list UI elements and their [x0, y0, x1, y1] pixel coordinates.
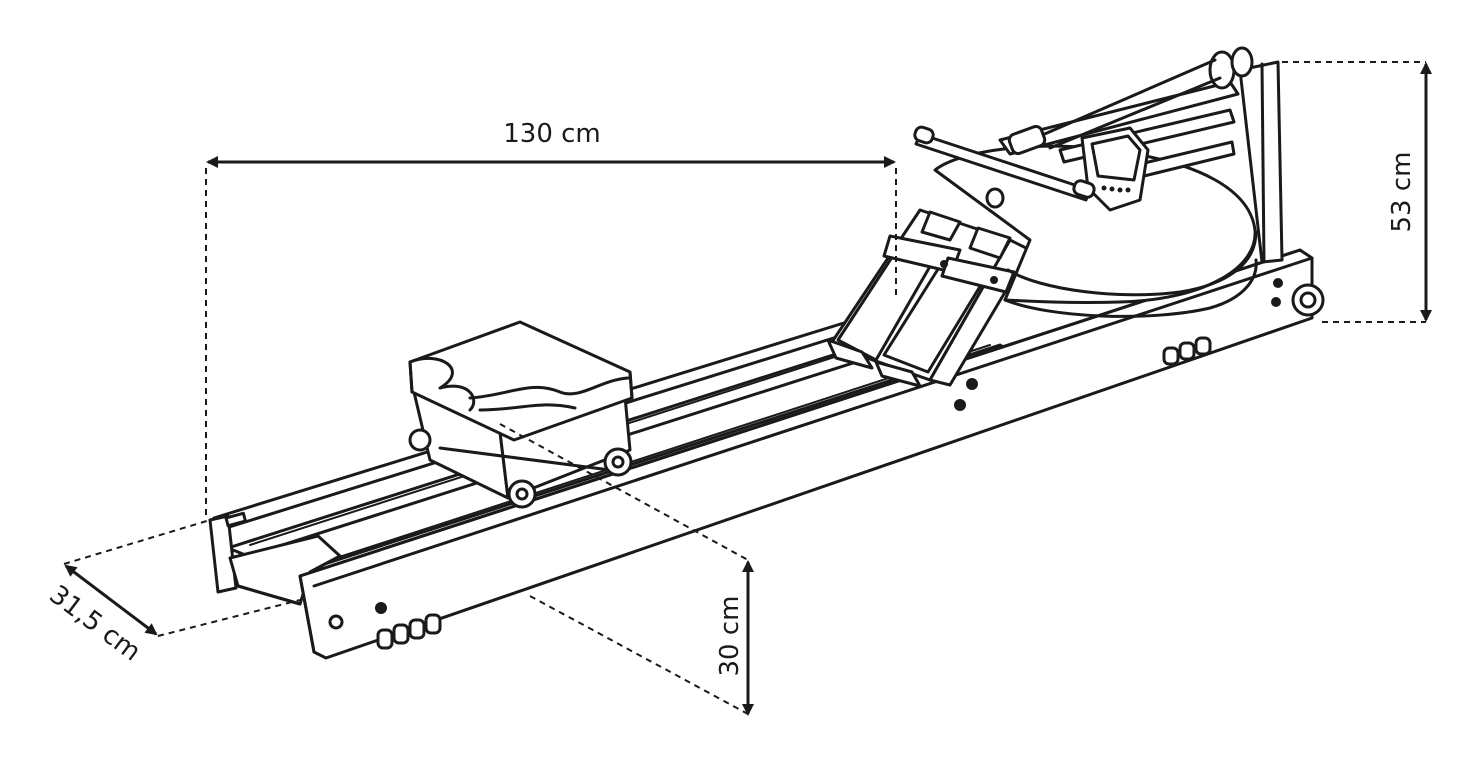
monitor-button: [1117, 187, 1123, 193]
bolt: [375, 602, 387, 614]
handle: [913, 124, 1096, 202]
right-foot-strap: [940, 256, 1016, 294]
width-label: 31,5 cm: [44, 580, 147, 668]
handle-center-clip: [1007, 124, 1047, 156]
seat-contour: [468, 376, 630, 400]
rear-end-plate: [208, 514, 238, 594]
tank-base: [1003, 258, 1258, 318]
length-label: 130 cm: [503, 119, 601, 149]
bolt: [1273, 278, 1283, 288]
dimension-length: 130 cm: [205, 119, 897, 520]
bolt: [328, 614, 344, 630]
pulley: [1230, 46, 1254, 78]
strap-buckle: [940, 260, 948, 268]
footrest-top-tab: [968, 226, 1012, 260]
footrest: [826, 208, 1032, 388]
seat-wheel: [507, 479, 537, 509]
width-extension-bottom: [157, 599, 301, 637]
seat: [408, 320, 634, 509]
seat-wheel-hub: [611, 455, 625, 469]
drive-strap: [1038, 58, 1217, 138]
tower-post: [1238, 60, 1284, 264]
front-beam-top: [298, 248, 1302, 578]
pulley: [1208, 50, 1236, 90]
left-heel-cup: [826, 338, 874, 370]
tank-plug: [985, 187, 1005, 209]
front-feet: [1162, 336, 1212, 366]
dimension-seat-height: 30 cm: [499, 423, 754, 716]
seat-height-extension-top: [499, 423, 749, 561]
seat-axle: [438, 446, 612, 472]
strap-buckle: [990, 276, 998, 284]
footrest-top-tab: [920, 210, 962, 242]
seat-height-label: 30 cm: [715, 596, 745, 677]
handle-grip-right: [1072, 179, 1096, 199]
seat-wheel-hub: [515, 487, 529, 501]
bolt: [954, 399, 966, 411]
rear-feet: [376, 613, 442, 650]
seat-contour: [478, 403, 577, 412]
seat-height-extension-bottom: [529, 595, 749, 715]
width-arrow: [64, 564, 158, 636]
handle-grip-left: [913, 125, 935, 145]
monitor-screen: [1090, 134, 1142, 182]
seat-wheel: [603, 447, 633, 477]
front-wheel-hub: [1299, 291, 1317, 309]
track-groove: [329, 344, 991, 561]
tank-lower-edge: [1006, 230, 1258, 297]
bolt: [1271, 297, 1281, 307]
width-extension-top: [63, 519, 211, 565]
front-wheel: [1291, 283, 1325, 317]
rear-bumper: [224, 511, 247, 528]
front-beam-topedge: [312, 256, 1314, 588]
right-heel-cup: [874, 360, 922, 388]
monitor-button: [1101, 185, 1107, 191]
dimension-height: 53 cm: [1282, 61, 1432, 323]
rail-frame: [208, 248, 1325, 660]
drive-strap: [1048, 76, 1222, 150]
rear-footplate-edge: [236, 584, 302, 606]
monitor-button: [1109, 186, 1115, 192]
height-label: 53 cm: [1387, 152, 1417, 233]
seat-wheel: [408, 428, 432, 452]
bolt: [966, 378, 978, 390]
front-beam-end: [298, 574, 316, 654]
monitor-button: [1125, 187, 1131, 193]
